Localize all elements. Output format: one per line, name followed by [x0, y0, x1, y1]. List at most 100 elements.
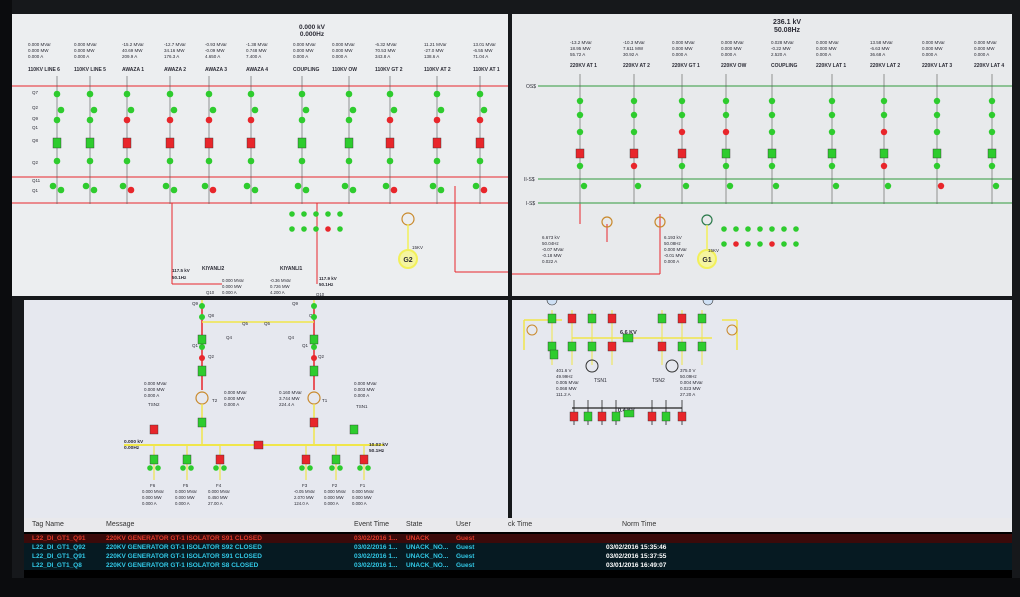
circuit-breaker[interactable]	[197, 334, 207, 345]
isolator-dot[interactable]	[576, 111, 584, 119]
circuit-breaker[interactable]	[647, 411, 657, 422]
isolator-dot[interactable]	[247, 90, 255, 98]
isolator-dot[interactable]	[733, 241, 739, 247]
circuit-breaker[interactable]	[607, 313, 617, 324]
bus-coupler-breaker[interactable]	[253, 440, 264, 450]
col-tag-name[interactable]: Tag Name	[32, 521, 64, 528]
circuit-breaker[interactable]	[149, 454, 159, 465]
isolator-dot[interactable]	[247, 116, 255, 124]
isolator-dot[interactable]	[992, 182, 1000, 190]
circuit-breaker[interactable]	[677, 148, 687, 159]
isolator-dot[interactable]	[576, 162, 584, 170]
isolator-dot[interactable]	[349, 106, 357, 114]
circuit-breaker[interactable]	[611, 411, 621, 422]
isolator-dot[interactable]	[209, 106, 217, 114]
isolator-dot[interactable]	[880, 128, 888, 136]
isolator-dot[interactable]	[311, 344, 317, 350]
isolator-dot[interactable]	[123, 90, 131, 98]
circuit-breaker[interactable]	[122, 137, 132, 149]
isolator-dot[interactable]	[678, 97, 686, 105]
circuit-breaker[interactable]	[575, 148, 585, 159]
circuit-breaker[interactable]	[197, 417, 207, 428]
isolator-dot[interactable]	[429, 182, 437, 190]
circuit-breaker[interactable]	[583, 411, 593, 422]
circuit-breaker[interactable]	[827, 148, 837, 159]
isolator-dot[interactable]	[127, 106, 135, 114]
isolator-dot[interactable]	[345, 116, 353, 124]
isolator-dot[interactable]	[437, 106, 445, 114]
isolator-dot[interactable]	[390, 186, 398, 194]
isolator-dot[interactable]	[722, 111, 730, 119]
isolator-dot[interactable]	[832, 182, 840, 190]
isolator-dot[interactable]	[147, 465, 153, 471]
circuit-breaker[interactable]	[547, 313, 557, 324]
isolator-dot[interactable]	[201, 182, 209, 190]
circuit-breaker[interactable]	[549, 349, 559, 360]
isolator-dot[interactable]	[337, 211, 343, 217]
isolator-dot[interactable]	[634, 182, 642, 190]
isolator-dot[interactable]	[199, 303, 205, 309]
circuit-breaker[interactable]	[607, 341, 617, 352]
isolator-dot[interactable]	[828, 128, 836, 136]
isolator-dot[interactable]	[123, 116, 131, 124]
isolator-dot[interactable]	[188, 465, 194, 471]
motor-icon[interactable]	[546, 300, 558, 306]
isolator-dot[interactable]	[251, 106, 259, 114]
isolator-dot[interactable]	[289, 226, 295, 232]
isolator-dot[interactable]	[745, 241, 751, 247]
isolator-dot[interactable]	[365, 465, 371, 471]
isolator-dot[interactable]	[205, 116, 213, 124]
isolator-dot[interactable]	[678, 111, 686, 119]
isolator-dot[interactable]	[311, 355, 317, 361]
circuit-breaker[interactable]	[182, 454, 192, 465]
circuit-breaker[interactable]	[215, 454, 225, 465]
isolator-dot[interactable]	[155, 465, 161, 471]
isolator-dot[interactable]	[127, 186, 135, 194]
isolator-dot[interactable]	[937, 182, 945, 190]
isolator-dot[interactable]	[433, 116, 441, 124]
isolator-dot[interactable]	[349, 186, 357, 194]
isolator-dot[interactable]	[299, 465, 305, 471]
isolator-dot[interactable]	[90, 106, 98, 114]
isolator-dot[interactable]	[721, 226, 727, 232]
circuit-breaker[interactable]	[932, 148, 942, 159]
isolator-dot[interactable]	[199, 355, 205, 361]
isolator-dot[interactable]	[49, 182, 57, 190]
isolator-dot[interactable]	[251, 186, 259, 194]
isolator-dot[interactable]	[476, 157, 484, 165]
isolator-dot[interactable]	[90, 186, 98, 194]
isolator-dot[interactable]	[311, 303, 317, 309]
isolator-dot[interactable]	[329, 465, 335, 471]
circuit-breaker[interactable]	[359, 454, 369, 465]
isolator-dot[interactable]	[82, 182, 90, 190]
circuit-breaker[interactable]	[697, 313, 707, 324]
col-message[interactable]: Message	[106, 521, 135, 528]
isolator-dot[interactable]	[199, 314, 205, 320]
isolator-dot[interactable]	[301, 211, 307, 217]
motor-icon[interactable]	[702, 300, 714, 306]
isolator-dot[interactable]	[630, 162, 638, 170]
bus-coupler-breaker[interactable]	[623, 409, 635, 418]
circuit-breaker[interactable]	[677, 411, 687, 422]
isolator-dot[interactable]	[302, 106, 310, 114]
circuit-breaker[interactable]	[331, 454, 341, 465]
circuit-breaker[interactable]	[567, 313, 577, 324]
circuit-breaker[interactable]	[309, 334, 319, 345]
isolator-dot[interactable]	[166, 116, 174, 124]
isolator-dot[interactable]	[341, 182, 349, 190]
isolator-dot[interactable]	[437, 186, 445, 194]
isolator-dot[interactable]	[576, 97, 584, 105]
isolator-dot[interactable]	[86, 90, 94, 98]
circuit-breaker[interactable]	[344, 137, 354, 149]
isolator-dot[interactable]	[86, 116, 94, 124]
isolator-dot[interactable]	[325, 211, 331, 217]
isolator-dot[interactable]	[988, 162, 996, 170]
isolator-dot[interactable]	[86, 157, 94, 165]
col-user[interactable]: User	[456, 521, 471, 528]
isolator-dot[interactable]	[345, 157, 353, 165]
isolator-dot[interactable]	[828, 111, 836, 119]
isolator-dot[interactable]	[933, 97, 941, 105]
